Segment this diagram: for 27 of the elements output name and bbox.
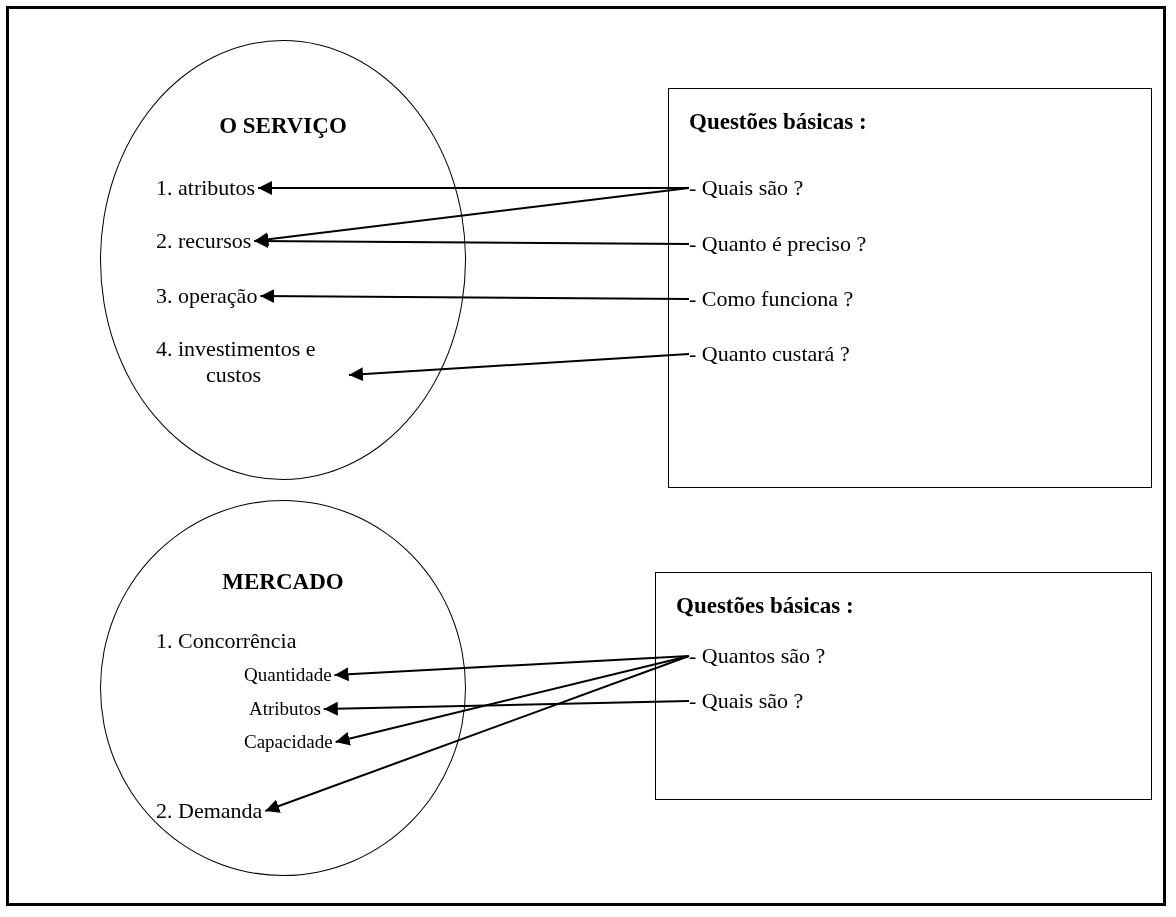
arrow	[333, 655, 690, 682]
group-heading: Questões básicas :	[689, 109, 867, 135]
list-item: 2. Demanda	[156, 798, 263, 824]
arrow	[322, 700, 690, 716]
arrow	[259, 289, 690, 304]
arrow	[253, 234, 690, 249]
group-heading: MERCADO	[221, 569, 345, 595]
list-item: - Quais são ?	[689, 175, 804, 201]
list-item: Quantidade	[244, 664, 332, 686]
arrow	[264, 655, 690, 813]
group-heading: O SERVIÇO	[218, 113, 348, 139]
list-item: 3. operação	[156, 283, 258, 309]
list-item: 1. atributos	[156, 175, 255, 201]
group-heading: Questões básicas :	[676, 593, 854, 619]
list-item: Atributos	[249, 698, 321, 720]
arrow	[348, 353, 690, 382]
list-item: 1. Concorrência	[156, 628, 297, 654]
question-box	[668, 88, 1152, 488]
list-item: - Quanto é preciso ?	[689, 231, 867, 257]
list-item: - Quanto custará ?	[689, 341, 850, 367]
question-box	[655, 572, 1152, 800]
list-item: - Como funciona ?	[689, 286, 854, 312]
list-item: 4. investimentos e custos	[156, 336, 346, 388]
list-item: 2. recursos	[156, 228, 252, 254]
list-item: - Quantos são ?	[689, 643, 826, 669]
list-item: Capacidade	[244, 731, 333, 753]
list-item: - Quais são ?	[689, 688, 804, 714]
